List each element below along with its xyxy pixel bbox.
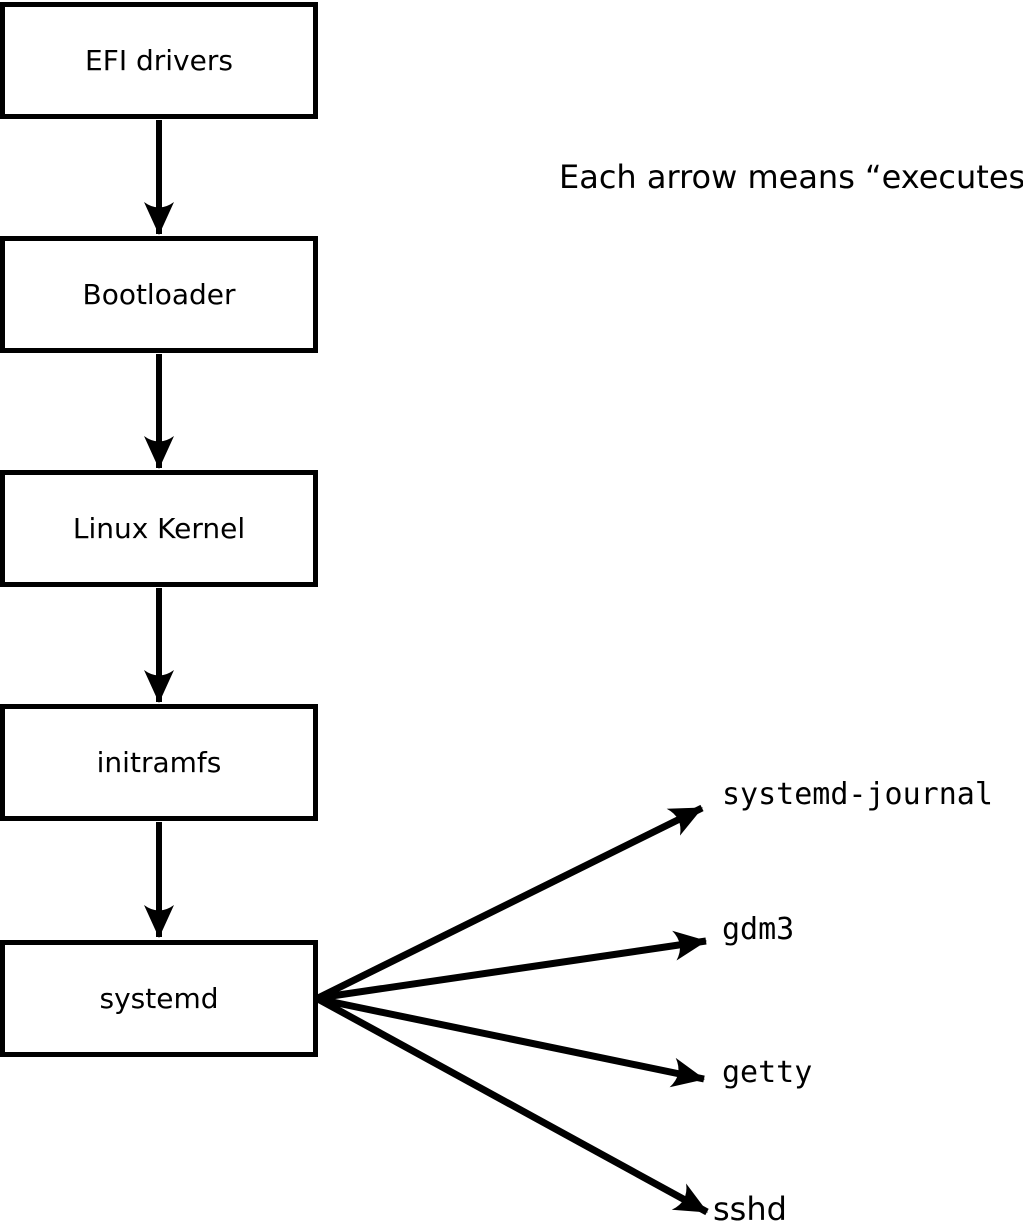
arrow-systemd-to-systemd-journal [316,804,704,1002]
node-label: EFI drivers [85,43,233,77]
label-sshd: sshd [713,1190,787,1228]
node-label: Linux Kernel [72,511,246,545]
node-bootloader: Bootloader [0,236,318,353]
node-label: Bootloader [82,277,236,311]
node-initramfs: initramfs [0,704,318,821]
node-efi-drivers: EFI drivers [0,2,318,119]
caption-arrow-meaning: Each arrow means “executes”. [559,158,1023,196]
arrow-systemd-to-getty [317,995,705,1088]
label-systemd-journal: systemd-journal [722,777,993,812]
node-linux-kernel: Linux Kernel [0,470,318,587]
node-label: initramfs [96,745,222,779]
arrow-systemd-to-gdm3 [317,930,707,1002]
node-label: systemd [99,981,219,1015]
label-gdm3: gdm3 [722,912,795,947]
label-getty: getty [722,1055,813,1090]
node-systemd: systemd [0,940,318,1057]
arrow-systemd-to-sshd [316,995,709,1216]
